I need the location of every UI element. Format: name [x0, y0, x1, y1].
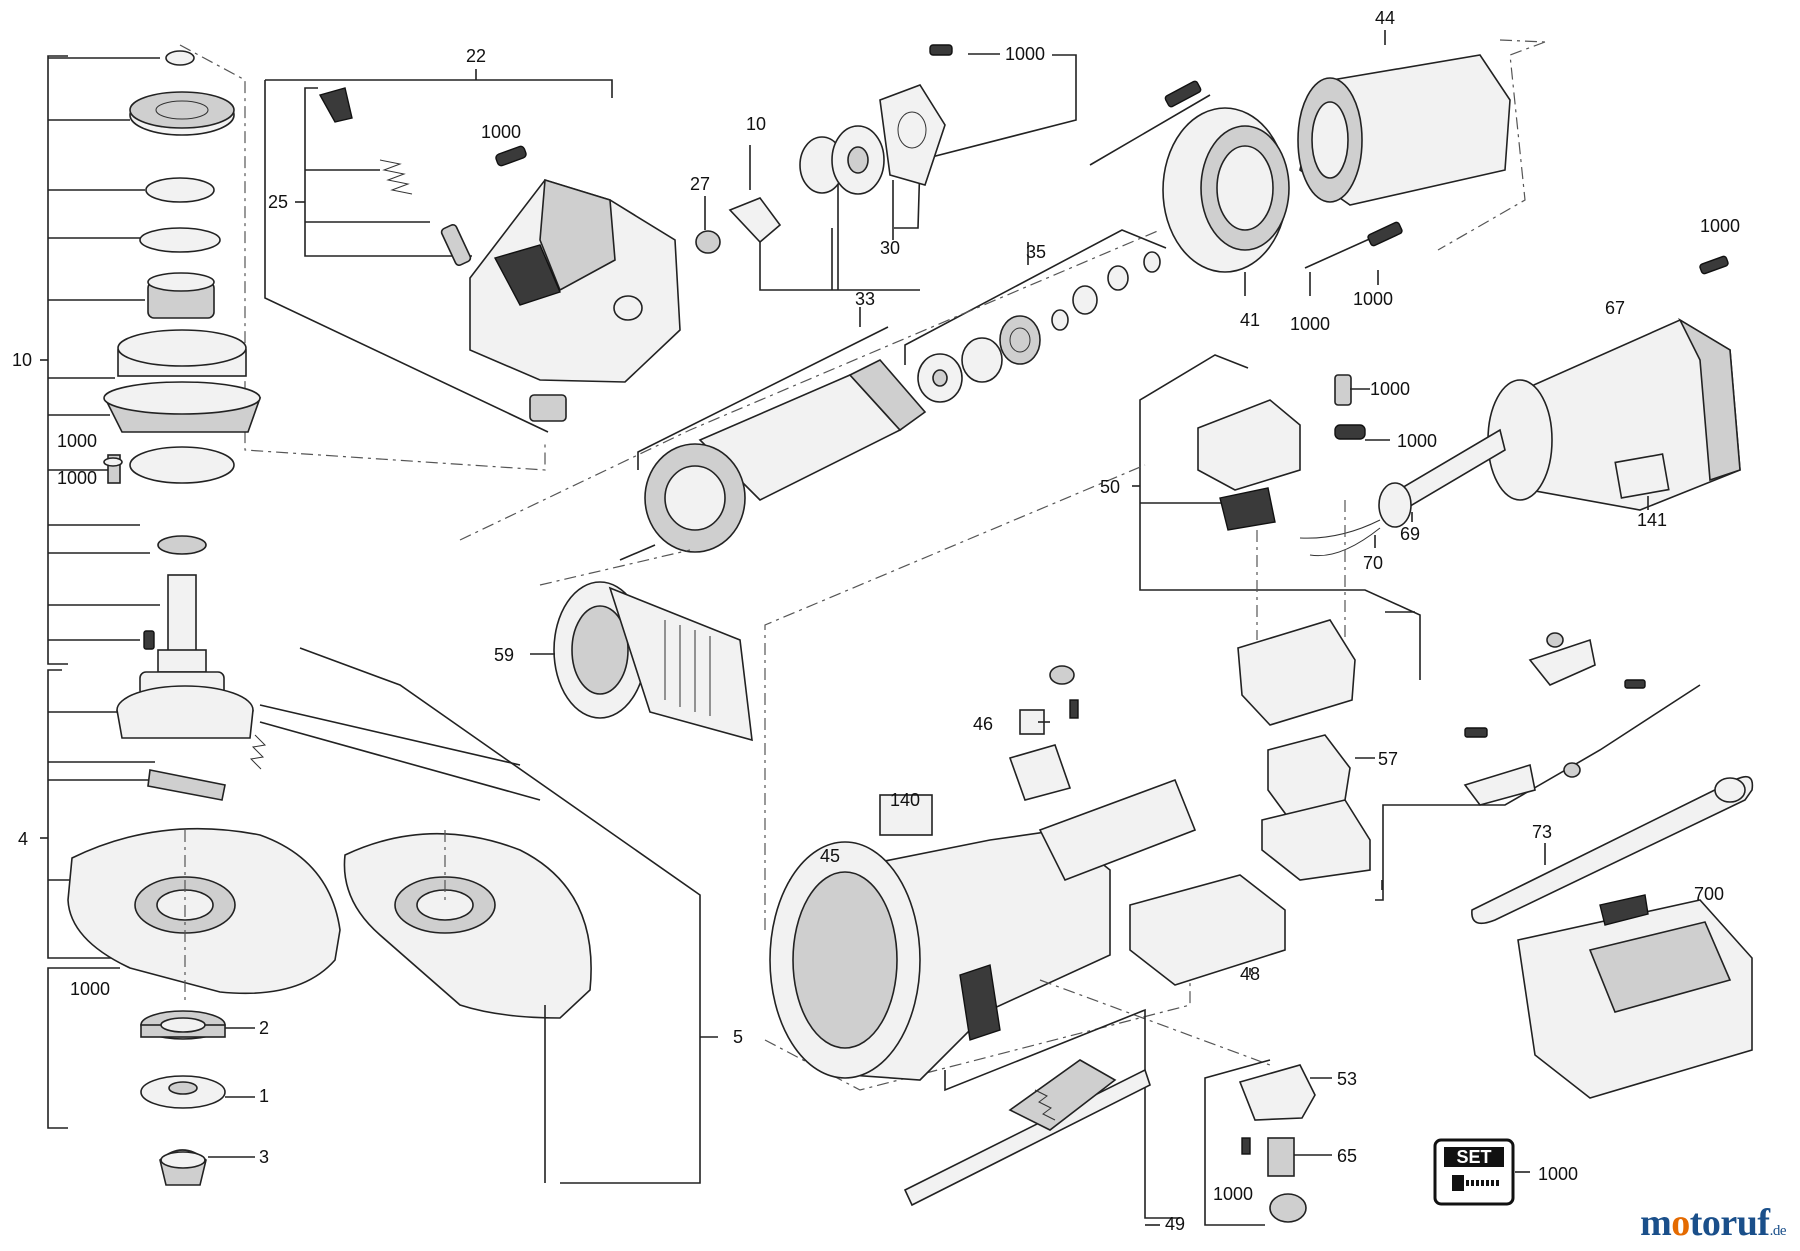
label-141: 141	[1637, 510, 1667, 530]
label-73: 73	[1532, 822, 1552, 842]
label-33: 33	[855, 289, 875, 309]
label-35: 35	[1026, 242, 1046, 262]
label-1000: 1000	[1397, 431, 1437, 451]
label-27: 27	[690, 174, 710, 194]
label-1000: 1000	[1213, 1184, 1253, 1204]
label-44: 44	[1375, 8, 1395, 28]
label-140: 140	[890, 790, 920, 810]
label-46: 46	[973, 714, 993, 734]
set-badge-text: SET	[1456, 1147, 1491, 1167]
label-48: 48	[1240, 964, 1260, 984]
label-5: 5	[733, 1027, 743, 1047]
side-handle	[530, 581, 753, 742]
carry-case	[1517, 894, 1753, 1099]
label-67: 67	[1605, 298, 1625, 318]
label-3: 3	[259, 1147, 269, 1167]
label-1000: 1000	[70, 979, 110, 999]
label-10: 10	[746, 114, 766, 134]
label-1000: 1000	[1353, 289, 1393, 309]
label-1000: 1000	[1005, 44, 1045, 64]
label-10: 10	[12, 350, 32, 370]
set-badge: SET	[1433, 1138, 1530, 1206]
label-70: 70	[1363, 553, 1383, 573]
gear-housing	[264, 69, 681, 433]
label-65: 65	[1337, 1146, 1357, 1166]
front-housing	[764, 464, 1286, 1091]
flanges	[47, 647, 718, 1186]
label-53: 53	[1337, 1069, 1357, 1089]
label-30: 30	[880, 238, 900, 258]
label-1: 1	[259, 1086, 269, 1106]
label-45: 45	[820, 846, 840, 866]
label-1000: 1000	[57, 431, 97, 451]
lock-lever	[903, 979, 1271, 1226]
label-1000: 1000	[57, 468, 97, 488]
label-57: 57	[1378, 749, 1398, 769]
spanner	[1471, 775, 1754, 925]
motor-housing-group	[1089, 30, 1546, 296]
switch-group	[1132, 354, 1701, 901]
watermark-logo: motoruf.de	[1640, 1202, 1786, 1244]
label-59: 59	[494, 645, 514, 665]
label-41: 41	[1240, 310, 1260, 330]
label-1000: 1000	[1700, 216, 1740, 236]
label-1000: 1000	[1538, 1164, 1578, 1184]
brush-group	[1204, 1059, 1332, 1226]
label-50: 50	[1100, 477, 1120, 497]
label-1000: 1000	[1370, 379, 1410, 399]
rear-housing	[1299, 255, 1741, 557]
label-700: 700	[1694, 884, 1724, 904]
label-49: 49	[1165, 1214, 1185, 1234]
bearing-cover-group	[695, 44, 1077, 291]
part-number-labels: 1000 22 44 1000 10 27 25 30 35 33 41 100…	[12, 8, 1740, 1234]
label-2: 2	[259, 1018, 269, 1038]
label-1000: 1000	[1290, 314, 1330, 334]
label-22: 22	[466, 46, 486, 66]
guard-assembly	[40, 669, 592, 1019]
label-69: 69	[1400, 524, 1420, 544]
armature-group	[459, 229, 1167, 586]
label-25: 25	[268, 192, 288, 212]
label-4: 4	[18, 829, 28, 849]
gear-head-assembly	[40, 44, 546, 697]
label-1000: 1000	[481, 122, 521, 142]
